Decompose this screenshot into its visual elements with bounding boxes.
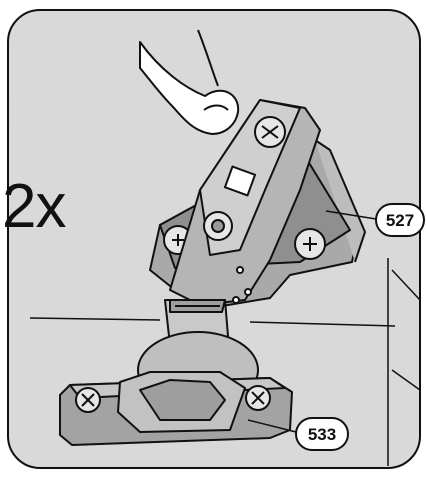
callout-533-label: 533 (308, 425, 336, 444)
callout-leaders (247, 210, 377, 433)
hand-icon (139, 29, 240, 135)
callout-533: 533 (295, 417, 349, 451)
callout-527: 527 (375, 203, 425, 237)
hinge-plate-533 (59, 331, 293, 446)
quantity-label: 2x (2, 172, 66, 241)
callout-527-label: 527 (386, 211, 414, 230)
cabinet-edge-lines (29, 258, 421, 466)
